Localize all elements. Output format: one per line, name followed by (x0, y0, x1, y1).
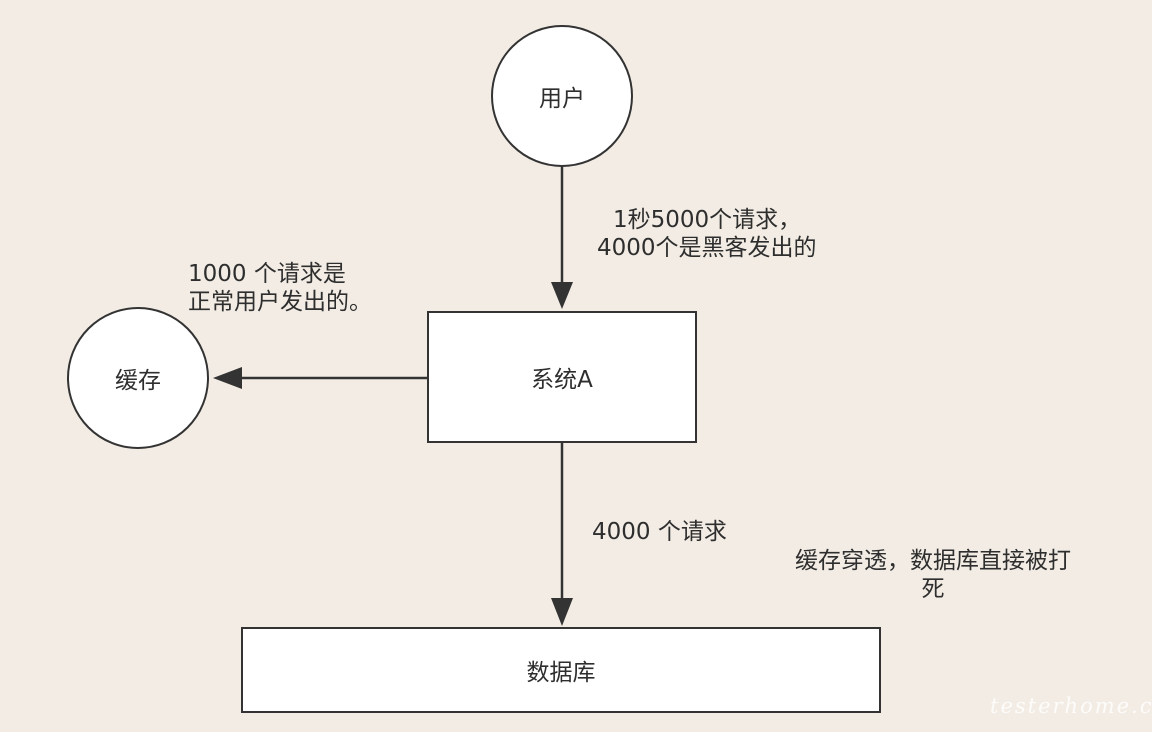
arrowhead-user-to-system (551, 282, 573, 309)
user-node: 用户 (491, 25, 633, 167)
system-to-database-label: 4000 个请求 (592, 518, 727, 546)
penetration-note: 缓存穿透，数据库直接被打 死 (775, 547, 1091, 603)
user-node-label: 用户 (539, 86, 585, 112)
penetration-note-line-2: 死 (921, 576, 945, 602)
user-to-system-label-line-2: 4000个是黑客发出的 (597, 235, 817, 261)
arrowhead-system-to-database (551, 598, 573, 626)
system-a-node: 系统A (427, 311, 697, 443)
system-to-cache-label-line-2: 正常用户发出的。 (188, 289, 372, 315)
system-to-database-label-text: 4000 个请求 (592, 519, 727, 545)
database-node-label: 数据库 (526, 660, 596, 686)
penetration-note-line-1: 缓存穿透，数据库直接被打 (795, 548, 1071, 574)
site-watermark: testerhome.com (990, 694, 1152, 718)
cache-node: 缓存 (67, 307, 209, 449)
system-to-cache-label: 1000 个请求是 正常用户发出的。 (188, 260, 372, 316)
database-node: 数据库 (241, 627, 881, 713)
system-to-cache-label-line-1: 1000 个请求是 (188, 261, 346, 287)
user-to-system-label-line-1: 1秒5000个请求， (613, 207, 802, 233)
cache-node-label: 缓存 (115, 368, 161, 394)
system-a-node-label: 系统A (531, 367, 593, 393)
arrowhead-system-to-cache (213, 367, 242, 389)
user-to-system-label: 1秒5000个请求， 4000个是黑客发出的 (597, 206, 817, 262)
